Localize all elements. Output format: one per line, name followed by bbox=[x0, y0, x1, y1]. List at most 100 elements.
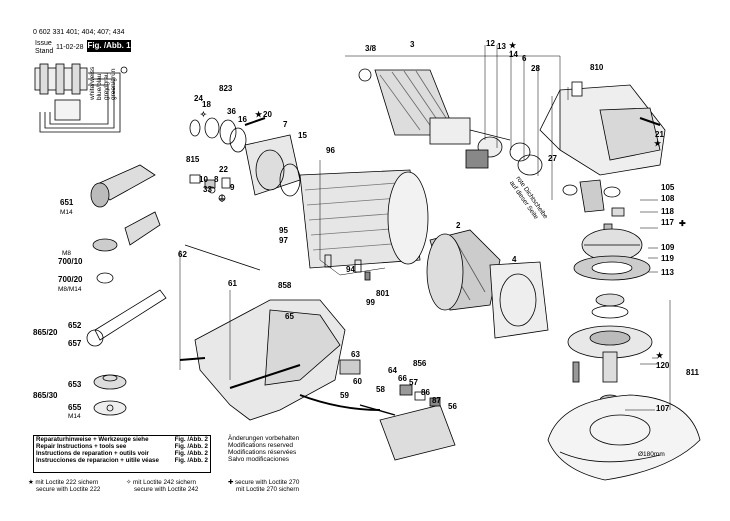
note-ref: Fig. /Abb. 2 bbox=[174, 443, 208, 450]
label-4: 4 bbox=[512, 255, 517, 264]
label-33: 33 bbox=[203, 185, 212, 194]
part-numbers: 0 602 331 401; 404; 407; 434 bbox=[33, 29, 125, 36]
issue-date: 11-02-28 bbox=[56, 44, 84, 51]
label-36: 36 bbox=[227, 107, 236, 116]
label-119: 119 bbox=[661, 254, 674, 263]
label-105: 105 bbox=[661, 183, 675, 192]
side-handle bbox=[90, 164, 161, 284]
changes-line: Modifications réservées bbox=[228, 449, 297, 456]
label-811: 811 bbox=[686, 368, 699, 377]
spanner bbox=[86, 289, 167, 347]
label-64: 64 bbox=[388, 366, 397, 375]
note-row: Repair Instructions + tools see Fig. /Abb… bbox=[34, 443, 210, 450]
label-15: 15 bbox=[298, 131, 307, 140]
label-120: 120 bbox=[656, 361, 670, 370]
label-97: 97 bbox=[279, 236, 288, 245]
label-8: 8 bbox=[214, 175, 219, 184]
label-95: 95 bbox=[279, 226, 288, 235]
loctite-242-icon: ✧ bbox=[126, 479, 132, 486]
gear-housing bbox=[539, 81, 666, 176]
note-text: Repair Instructions + tools see bbox=[36, 443, 127, 450]
loctite-star-icon: ★ bbox=[255, 110, 263, 119]
label-700-20: 700/20 bbox=[58, 275, 83, 284]
bearing-set bbox=[465, 136, 543, 176]
label-858: 858 bbox=[278, 281, 292, 290]
label-61: 61 bbox=[228, 279, 237, 288]
label-117: 117 bbox=[661, 218, 674, 227]
wire-label-white: white/weiss bbox=[89, 66, 96, 101]
label-10: 10 bbox=[199, 175, 208, 184]
wheel-guard bbox=[547, 394, 701, 481]
label-108: 108 bbox=[661, 194, 675, 203]
loctite-line: secure with Loctite 270 bbox=[235, 479, 300, 486]
ground-icon: ⏚ bbox=[218, 194, 226, 203]
label-118: 118 bbox=[661, 207, 674, 216]
changes-line: Modifications reserved bbox=[228, 442, 294, 449]
loctite-line: secure with Loctite 242 bbox=[134, 486, 199, 493]
note-text: Instructions de reparation + outils voir bbox=[36, 450, 149, 457]
crown-gear bbox=[573, 228, 651, 281]
end-shield bbox=[489, 261, 549, 339]
label-94: 94 bbox=[346, 265, 355, 274]
label-12: 12 bbox=[486, 39, 495, 48]
label-57: 57 bbox=[409, 378, 418, 387]
label-652: 652 bbox=[68, 321, 82, 330]
label-27: 27 bbox=[548, 154, 557, 163]
label-66: 66 bbox=[398, 374, 407, 383]
loctite-242-icon: ✧ bbox=[200, 110, 207, 119]
label-21: 21 bbox=[655, 130, 664, 139]
issue-label: Issue bbox=[35, 40, 52, 47]
label-107: 107 bbox=[656, 404, 670, 413]
loctite-270-icon: ✚ bbox=[228, 479, 234, 486]
changes-reserved: Änderungen vorbehalten Modifications res… bbox=[228, 435, 299, 463]
loctite-270-icon: ✚ bbox=[679, 219, 686, 228]
label-14: 14 bbox=[509, 50, 518, 59]
label-22: 22 bbox=[219, 165, 228, 174]
wire-label-green: green/grün bbox=[110, 68, 117, 100]
rear-handle bbox=[179, 244, 346, 421]
label-109: 109 bbox=[661, 243, 675, 252]
loctite-270-entry: ✚ secure with Loctite 270 mit Loctite 27… bbox=[228, 479, 299, 493]
label-62: 62 bbox=[178, 250, 187, 259]
label-865-20: 865/20 bbox=[33, 328, 58, 337]
switch-assembly bbox=[299, 359, 456, 461]
label-63: 63 bbox=[351, 350, 360, 359]
wire-label-blue: blue/blau bbox=[96, 73, 103, 100]
label-801: 801 bbox=[376, 289, 390, 298]
label-20: 20 bbox=[263, 110, 272, 119]
loctite-line: secure with Loctite 222 bbox=[36, 486, 101, 493]
label-653: 653 bbox=[68, 380, 82, 389]
label-disc-size: Ø180mm bbox=[638, 451, 665, 458]
note-ref: Fig. /Abb. 2 bbox=[174, 436, 208, 443]
label-700-10: 700/10 bbox=[58, 257, 83, 266]
clamp-rings bbox=[189, 117, 266, 153]
loctite-star-icon: ★ bbox=[656, 351, 664, 360]
label-24: 24 bbox=[194, 94, 203, 103]
label-65: 65 bbox=[285, 312, 294, 321]
loctite-line: mit Loctite 270 sichern bbox=[236, 486, 299, 493]
loctite-line: mit Loctite 242 sichern bbox=[133, 479, 197, 486]
armature bbox=[358, 68, 511, 145]
label-60: 60 bbox=[353, 377, 362, 386]
label-700-20-thread: M8/M14 bbox=[58, 286, 82, 293]
label-58: 58 bbox=[376, 385, 385, 394]
loctite-legend: ★ mit Loctite 222 sichern secure with Lo… bbox=[28, 479, 328, 501]
label-815: 815 bbox=[186, 155, 200, 164]
label-59: 59 bbox=[340, 391, 349, 400]
note-text: Instrucciones de reparacion + uitile véa… bbox=[36, 457, 159, 464]
figure-label: Fig. /Abb. 1 bbox=[87, 40, 131, 52]
note-text: Reparaturhinweise + Werkzeuge siehe bbox=[36, 436, 149, 443]
loctite-line: mit Loctite 222 sichern bbox=[35, 479, 99, 486]
brush-holder bbox=[244, 134, 301, 197]
flange-nuts bbox=[93, 374, 127, 416]
label-28: 28 bbox=[531, 64, 540, 73]
loctite-star-icon: ★ bbox=[509, 41, 517, 50]
stand-label: Stand bbox=[35, 48, 54, 55]
note-row: Reparaturhinweise + Werkzeuge siehe Fig. … bbox=[34, 436, 210, 443]
stator bbox=[426, 229, 501, 311]
label-651-m14: M14 bbox=[60, 209, 73, 216]
label-655-m14: M14 bbox=[68, 413, 81, 420]
note-row: Instructions de reparation + outils voir… bbox=[34, 450, 210, 457]
